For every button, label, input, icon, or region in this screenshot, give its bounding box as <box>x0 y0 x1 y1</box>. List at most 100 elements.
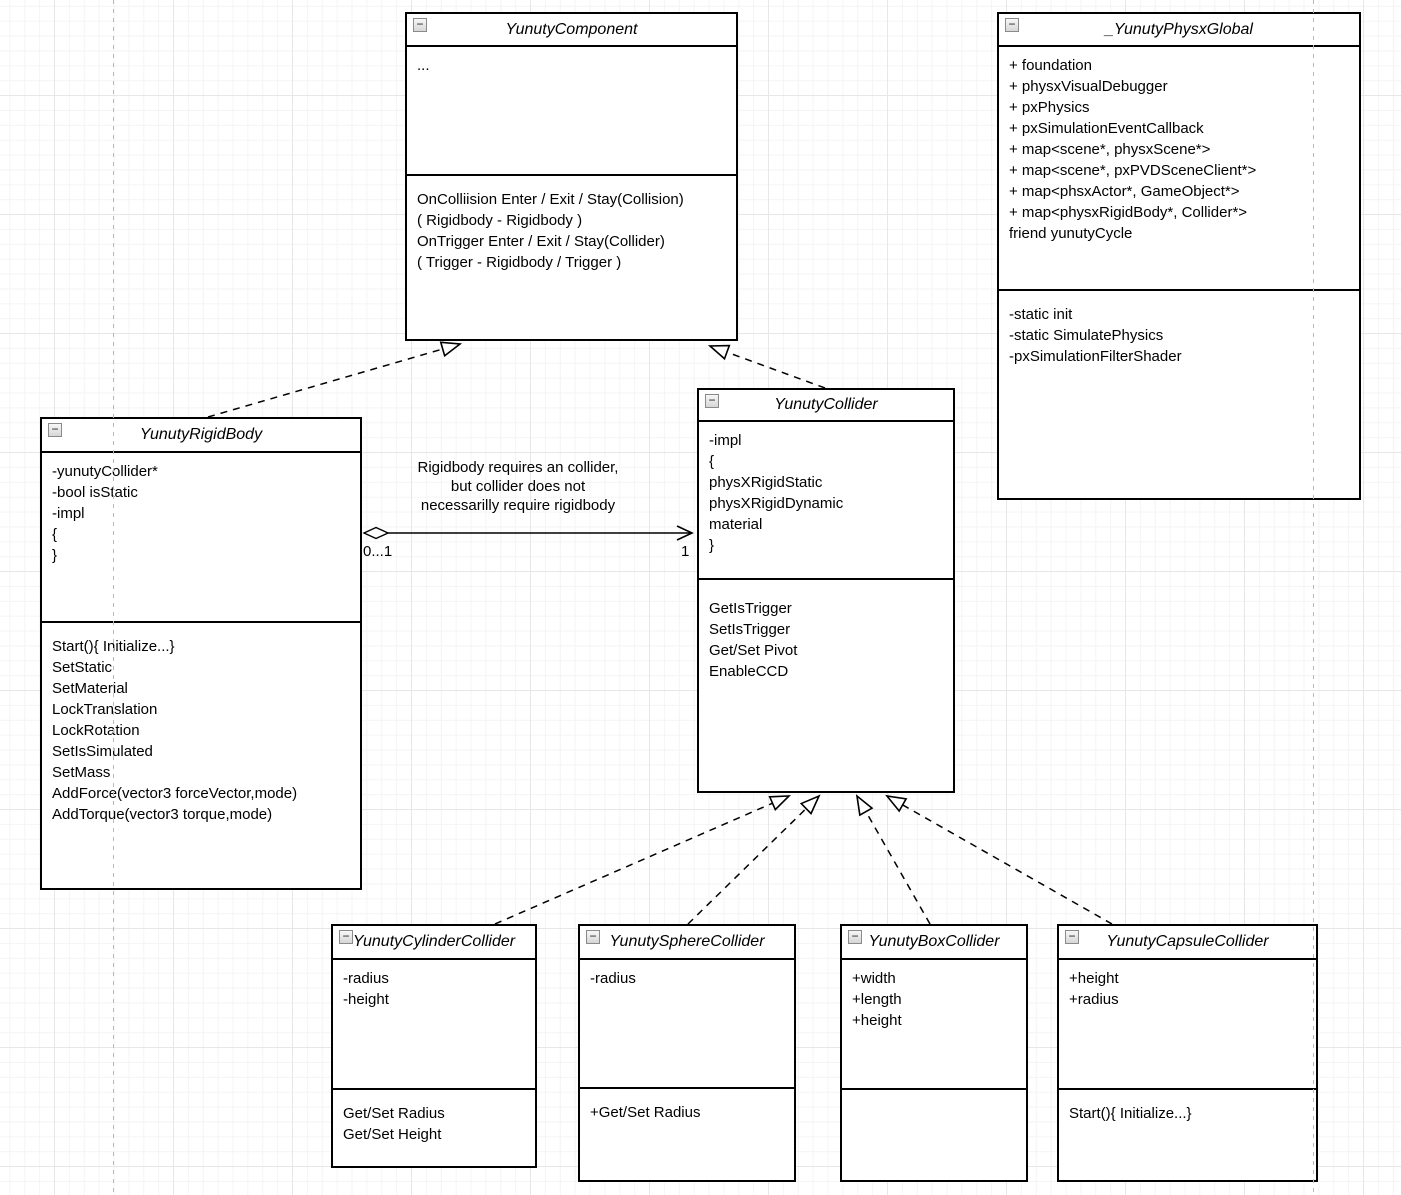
attribute-line: } <box>52 547 58 564</box>
method-line: -pxSimulationFilterShader <box>1009 348 1182 365</box>
methods-section: Start(){ Initialize...} SetStatic SetMat… <box>42 623 360 888</box>
class-title: _YunutyPhysxGlobal <box>1105 20 1253 38</box>
methods-section <box>842 1090 1026 1180</box>
attribute-line: + map<phsxActor*, GameObject*> <box>1009 183 1240 200</box>
method-line: ( Trigger - Rigidbody / Trigger ) <box>417 254 622 271</box>
methods-section: -static init -static SimulatePhysics -px… <box>999 291 1359 498</box>
attribute-line: +radius <box>1069 991 1119 1008</box>
method-line: SetIsTrigger <box>709 621 791 638</box>
attribute-line: -height <box>343 991 389 1008</box>
class-title: YunutyRigidBody <box>139 426 263 443</box>
attribute-line: + physxVisualDebugger <box>1009 78 1168 95</box>
collapse-minus-icon[interactable]: − <box>848 930 862 944</box>
class-title: YunutyCylinderCollider <box>352 933 516 950</box>
method-line: SetStatic <box>52 659 113 676</box>
attribute-line: + pxPhysics <box>1009 99 1090 116</box>
collapse-minus-icon[interactable]: − <box>1005 18 1019 32</box>
class-title-bar: − YunutyRigidBody <box>42 419 360 453</box>
class-yunuty-collider[interactable]: − YunutyCollider -impl { physXRigidStati… <box>697 388 955 793</box>
method-line: GetIsTrigger <box>709 600 792 617</box>
class-title-bar: − _YunutyPhysxGlobal <box>999 14 1359 47</box>
method-line: OnTrigger Enter / Exit / Stay(Collider) <box>417 233 665 250</box>
attribute-line: +width <box>852 970 896 987</box>
attributes-section: +width +length +height <box>842 960 1026 1090</box>
method-line: AddTorque(vector3 torque,mode) <box>52 806 273 823</box>
collapse-minus-icon[interactable]: − <box>1065 930 1079 944</box>
class-title-bar: − YunutyCapsuleCollider <box>1059 926 1316 960</box>
attribute-line: +height <box>852 1012 902 1029</box>
method-line: Get/Set Radius <box>343 1105 445 1122</box>
collapse-minus-icon[interactable]: − <box>705 394 719 408</box>
class-title-bar: − YunutyBoxCollider <box>842 926 1026 960</box>
attribute-line: -radius <box>343 970 389 987</box>
method-line: +Get/Set Radius <box>590 1104 701 1121</box>
attribute-line: -impl <box>52 505 85 522</box>
attribute-line: -radius <box>590 970 636 987</box>
class-yunuty-rigid-body[interactable]: − YunutyRigidBody -yunutyCollider* -bool… <box>40 417 362 890</box>
class-yunuty-capsule-collider[interactable]: − YunutyCapsuleCollider +height +radius … <box>1057 924 1318 1182</box>
methods-section: +Get/Set Radius <box>580 1089 794 1180</box>
attribute-line: material <box>709 516 763 533</box>
attribute-line: { <box>709 453 715 470</box>
attributes-section: -radius -height <box>333 960 535 1090</box>
class-title: YunutySphereCollider <box>609 933 765 950</box>
realization-sphere-to-collider[interactable] <box>687 794 821 925</box>
class-yunuty-sphere-collider[interactable]: − YunutySphereCollider -radius +Get/Set … <box>578 924 796 1182</box>
attribute-line: } <box>709 537 715 554</box>
method-line: Get/Set Height <box>343 1126 442 1143</box>
method-line: -static init <box>1009 306 1073 323</box>
attributes-section: -radius <box>580 960 794 1089</box>
class-yunuty-cylinder-collider[interactable]: − YunutyCylinderCollider -radius -height… <box>331 924 537 1168</box>
attribute-line: ... <box>417 57 430 74</box>
method-line: EnableCCD <box>709 663 789 680</box>
attributes-section: -impl { physXRigidStatic physXRigidDynam… <box>699 422 953 580</box>
methods-section: Start(){ Initialize...} <box>1059 1090 1316 1180</box>
attribute-line: -impl <box>709 432 742 449</box>
method-line: Start(){ Initialize...} <box>52 638 175 655</box>
collapse-minus-icon[interactable]: − <box>413 18 427 32</box>
class-title: YunutyCapsuleCollider <box>1106 933 1269 950</box>
attribute-line: { <box>52 526 58 543</box>
class-title: YunutyBoxCollider <box>868 933 1000 950</box>
class-title-bar: − YunutySphereCollider <box>580 926 794 960</box>
realization-rigidbody-to-component[interactable] <box>207 341 463 418</box>
page-break-line <box>113 0 114 1195</box>
class-title-bar: − YunutyCollider <box>699 390 953 422</box>
realization-collider-to-component[interactable] <box>707 344 826 389</box>
method-line: OnColliision Enter / Exit / Stay(Collisi… <box>417 191 684 208</box>
method-line: LockTranslation <box>52 701 158 718</box>
multiplicity-target: 1 <box>681 543 690 560</box>
collapse-minus-icon[interactable]: − <box>586 930 600 944</box>
attribute-line: + map<physxRigidBody*, Collider*> <box>1009 204 1248 221</box>
class-title: YunutyComponent <box>505 20 638 38</box>
class-title-bar: − YunutyComponent <box>407 14 736 47</box>
page-break-line <box>1313 0 1314 1195</box>
method-line: ( Rigidbody - Rigidbody ) <box>417 212 583 229</box>
attribute-line: friend yunutyCycle <box>1009 225 1133 242</box>
attribute-line: + map<scene*, pxPVDSceneClient*> <box>1009 162 1257 179</box>
collapse-minus-icon[interactable]: − <box>339 930 353 944</box>
class-yunuty-component[interactable]: − YunutyComponent ... OnColliision Enter… <box>405 12 738 341</box>
attribute-line: physXRigidDynamic <box>709 495 844 512</box>
method-line: LockRotation <box>52 722 140 739</box>
attribute-line: +length <box>852 991 902 1008</box>
attribute-line: +height <box>1069 970 1119 987</box>
class-yunuty-physx-global[interactable]: − _YunutyPhysxGlobal + foundation + phys… <box>997 12 1361 500</box>
collapse-minus-icon[interactable]: − <box>48 423 62 437</box>
class-yunuty-box-collider[interactable]: − YunutyBoxCollider +width +length +heig… <box>840 924 1028 1182</box>
multiplicity-source: 0...1 <box>363 543 393 560</box>
class-title: YunutyCollider <box>774 396 878 413</box>
class-title-bar: − YunutyCylinderCollider <box>333 926 535 960</box>
attribute-line: + pxSimulationEventCallback <box>1009 120 1204 137</box>
attribute-line: + map<scene*, physxScene*> <box>1009 141 1211 158</box>
realization-box-to-collider[interactable] <box>855 794 931 925</box>
attributes-section: +height +radius <box>1059 960 1316 1090</box>
association-note: Rigidbody requires an collider, but coll… <box>417 459 619 514</box>
attributes-section: ... <box>407 47 736 176</box>
method-line: SetIsSimulated <box>52 743 153 760</box>
realization-capsule-to-collider[interactable] <box>885 794 1113 925</box>
method-line: Get/Set Pivot <box>709 642 798 659</box>
realization-cylinder-to-collider[interactable] <box>494 795 792 925</box>
methods-section: Get/Set Radius Get/Set Height <box>333 1090 535 1166</box>
